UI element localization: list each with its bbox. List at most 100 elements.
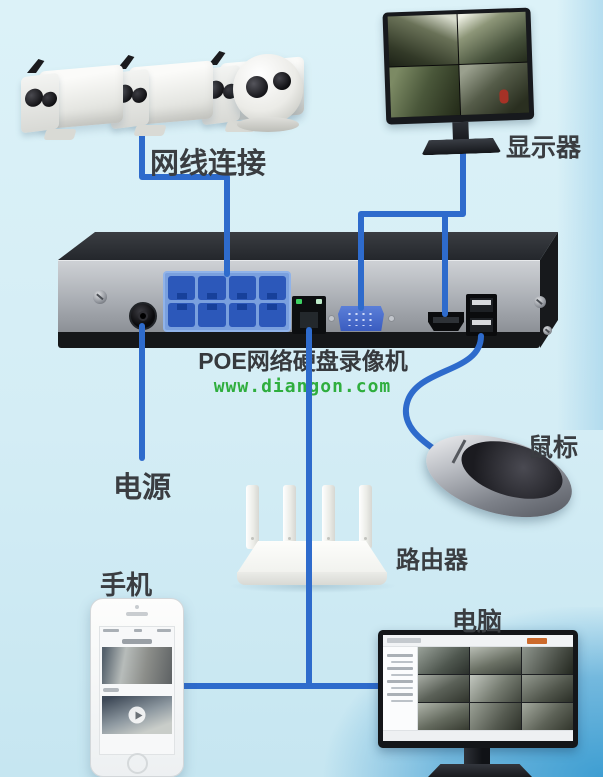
camera-mount (133, 125, 167, 136)
background-right-band (557, 0, 603, 430)
poe-port-icon (168, 303, 196, 327)
play-button-icon (128, 706, 146, 724)
camera-feed-cell (470, 675, 521, 702)
poe-nvr-device (55, 232, 558, 348)
label-display: 显示器 (506, 134, 582, 162)
label-router: 路由器 (396, 547, 468, 574)
phone-screen-surveillance-app (99, 626, 175, 755)
camera-mount (43, 129, 77, 140)
poe-port-icon (228, 303, 256, 327)
pc-stand-base (428, 764, 532, 777)
camera-feed-cell (418, 703, 469, 730)
vga-screw-icon (388, 315, 395, 322)
lan-port-opening (300, 312, 318, 328)
dc-power-jack-icon (129, 302, 157, 330)
poe-port-icon (168, 276, 196, 300)
label-phone: 手机 (100, 570, 153, 600)
usb-port-opening (470, 318, 493, 332)
camera-feed-cell (522, 703, 573, 730)
pc-screen-cms-software (383, 635, 573, 741)
sidebar-text-line (391, 699, 413, 702)
camera-feed (457, 11, 528, 65)
label-mouse: 鼠标 (528, 434, 579, 462)
router-body-top (237, 541, 387, 573)
lan-led-icon (316, 299, 322, 304)
dome-camera-icon (232, 52, 304, 132)
app-title-bar (122, 639, 152, 644)
poe-port-icon (228, 276, 256, 300)
screw-icon (543, 326, 552, 335)
usb-port-icon (466, 294, 497, 336)
watermark-text: www.diangon.com (213, 376, 392, 397)
sidebar-text-line (391, 673, 413, 676)
sidebar-text-line (387, 680, 413, 683)
status-bar-segment (103, 629, 119, 632)
camera-feed-cell (470, 647, 521, 674)
poe-port-icon (198, 303, 226, 327)
vga-port-icon (338, 306, 384, 331)
router-antenna-icon (359, 485, 372, 549)
poe-port-icon (198, 276, 226, 300)
nvr-side-face (540, 232, 558, 348)
monitor-stand-base (421, 138, 501, 156)
status-bar-segment (157, 629, 171, 632)
dome-body (233, 54, 303, 124)
poe-port-block (163, 271, 291, 332)
camera-feed-cell (470, 703, 521, 730)
cms-camera-grid (418, 647, 573, 730)
lan-led-icon (296, 299, 302, 304)
sidebar-text-line (387, 654, 413, 657)
dome-ir-lens-icon (246, 76, 268, 98)
hdmi-port-icon (428, 312, 464, 331)
smartphone-icon (90, 598, 184, 777)
router-antenna-icon (246, 485, 259, 549)
camera-feed-cell (418, 647, 469, 674)
sidebar-text-line (391, 686, 413, 689)
cms-body (383, 647, 573, 730)
poe-port-icon (258, 303, 286, 327)
camera-feed-thumbnail (102, 696, 172, 734)
phone-front-camera-icon (135, 605, 139, 609)
router-antenna-icon (283, 485, 296, 549)
label-nvr: POE网络硬盘录像机 (198, 348, 408, 374)
phone-speaker-icon (126, 612, 148, 616)
cms-toolbar (383, 635, 573, 647)
camera-ir-lens-icon (25, 87, 43, 108)
dome-lens-icon (273, 72, 291, 90)
camera-feed (458, 62, 530, 116)
router-icon (229, 483, 397, 595)
app-list-label (103, 688, 119, 692)
camera-feed-thumbnail (102, 647, 172, 684)
camera-lens-icon (42, 90, 57, 108)
status-bar-segment (134, 629, 142, 632)
camera-feed-cell (418, 675, 469, 702)
sidebar-text-line (387, 693, 413, 696)
bullet-camera-icon (196, 50, 308, 134)
label-computer: 电脑 (452, 608, 503, 636)
monitor-screen-quad-view (387, 11, 530, 118)
dome-base (237, 117, 299, 132)
camera-feed-cell (522, 675, 573, 702)
label-network-cable: 网线连接 (150, 148, 267, 180)
camera-feed (387, 14, 458, 67)
cms-device-tree-sidebar (383, 647, 418, 730)
router-body-front (237, 572, 387, 585)
poe-port-icon (258, 276, 286, 300)
lan-port-icon (292, 296, 326, 334)
vga-pins (346, 311, 376, 326)
computer-monitor-icon (376, 628, 603, 777)
sidebar-text-line (387, 667, 413, 670)
vga-screw-icon (328, 315, 335, 322)
screw-icon (93, 290, 107, 304)
phone-home-button (127, 753, 148, 774)
usb-port-opening (470, 298, 493, 312)
camera-feed-cell (522, 647, 573, 674)
cms-status-bar (383, 730, 573, 741)
camera-lens-icon (132, 86, 147, 104)
phone-status-bar (100, 627, 174, 636)
label-power: 电源 (113, 472, 172, 504)
router-antenna-icon (322, 485, 335, 549)
screw-icon (534, 296, 546, 308)
camera-front (21, 72, 59, 134)
bullet-camera-icon (15, 58, 127, 142)
